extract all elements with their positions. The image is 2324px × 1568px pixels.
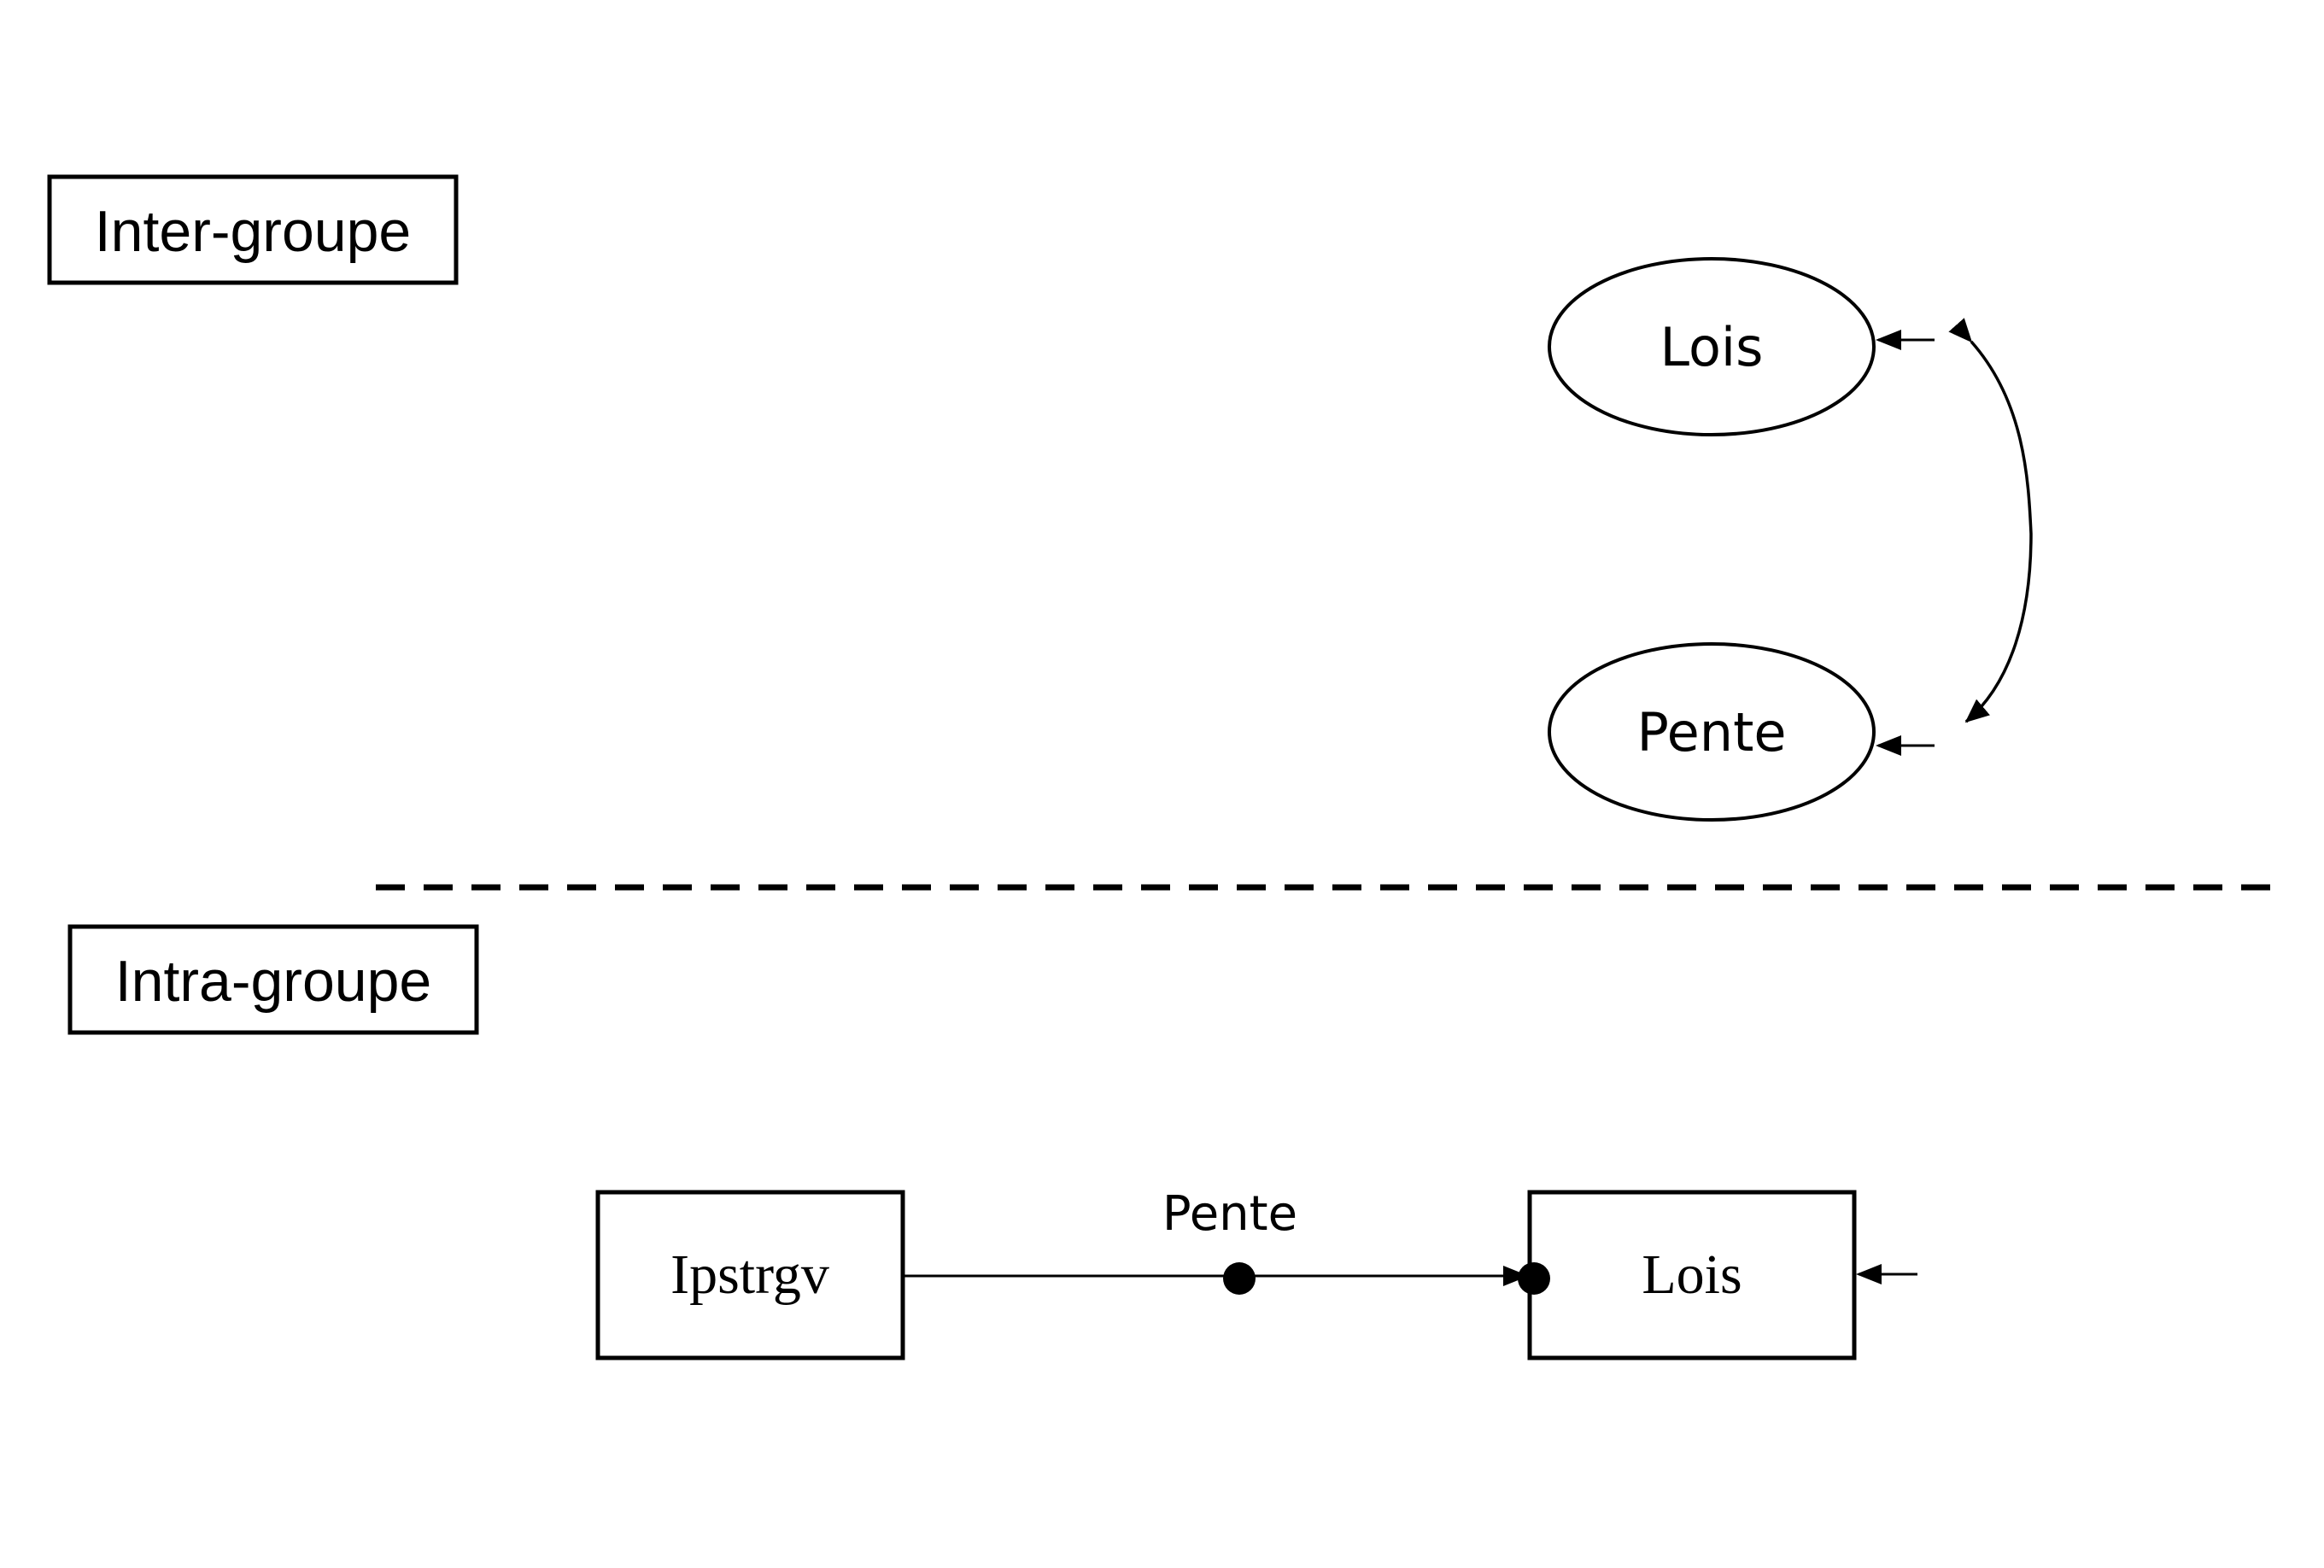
random-slope-label: Pente xyxy=(1162,1186,1297,1242)
observed-node-lois: Lois xyxy=(1527,1190,1857,1360)
random-intercept-dot xyxy=(1518,1262,1550,1295)
observed-node-ipstrgv: Ipstrgv xyxy=(595,1190,905,1360)
inter-group-label: Inter-groupe xyxy=(47,174,459,285)
latent-node-lois: Lois xyxy=(1548,257,1876,436)
covariance-arrow xyxy=(1948,318,2033,723)
random-slope-dot xyxy=(1223,1262,1256,1295)
latent-node-lois-label: Lois xyxy=(1660,316,1764,378)
latent-node-pente-label: Pente xyxy=(1636,701,1786,764)
observed-node-lois-label: Lois xyxy=(1642,1243,1742,1306)
observed-node-ipstrgv-label: Ipstrgv xyxy=(670,1243,829,1306)
intra-group-label: Intra-groupe xyxy=(67,924,479,1035)
inter-group-label-text: Inter-groupe xyxy=(95,199,411,264)
intra-group-label-text: Intra-groupe xyxy=(115,949,431,1014)
latent-node-pente: Pente xyxy=(1548,642,1876,822)
